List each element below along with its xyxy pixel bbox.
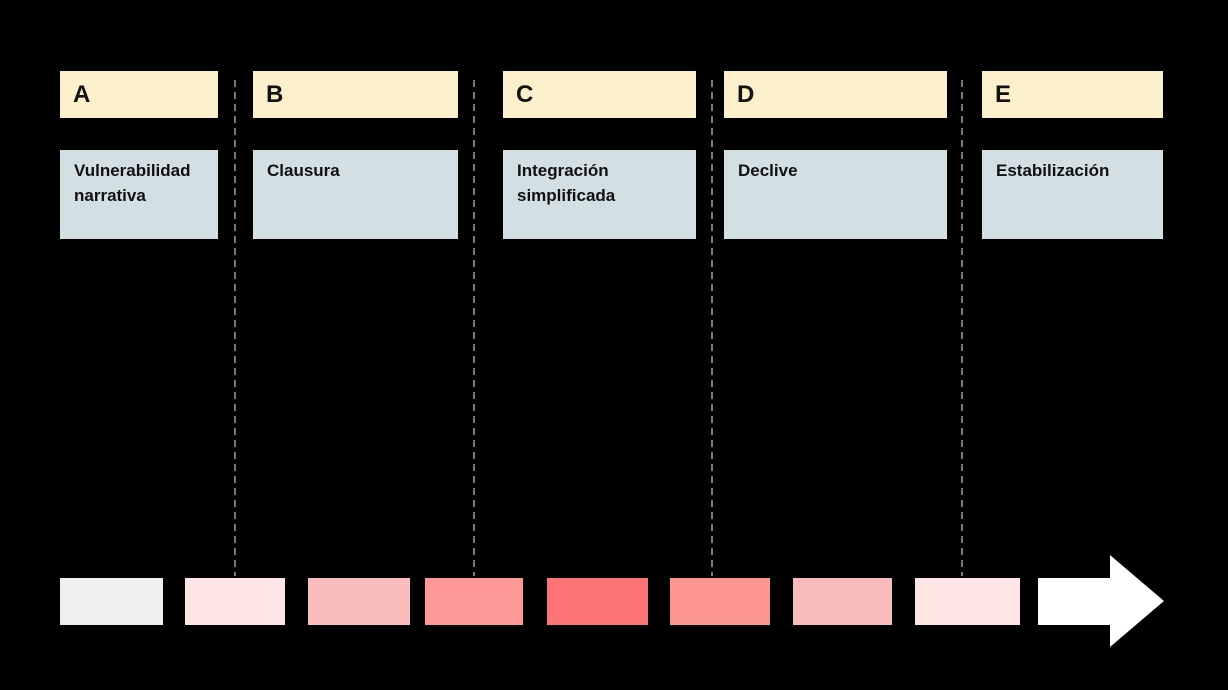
stage-label-box-a: Vulnerabilidad narrativa <box>60 150 218 239</box>
intensity-swatch-6 <box>670 578 770 625</box>
stage-label-box-d: Declive <box>724 150 947 239</box>
stage-label-box-c: Integración simplificada <box>503 150 696 239</box>
intensity-swatch-2 <box>185 578 285 625</box>
right-arrow-icon <box>1038 555 1164 648</box>
stage-header-a: A <box>60 71 218 118</box>
stage-label: Declive <box>738 161 798 180</box>
stage-label: Estabilización <box>996 161 1110 180</box>
stage-letter: D <box>737 80 755 108</box>
column-divider <box>711 80 713 576</box>
intensity-swatch-5 <box>547 578 648 625</box>
stage-label-box-b: Clausura <box>253 150 458 239</box>
stage-header-e: E <box>982 71 1163 118</box>
column-divider <box>961 80 963 576</box>
right-arrow-shaft <box>1038 578 1110 625</box>
stage-label: Integración simplificada <box>517 161 616 205</box>
stage-header-d: D <box>724 71 947 118</box>
intensity-swatch-8 <box>915 578 1020 625</box>
intensity-swatch-4 <box>425 578 523 625</box>
column-divider <box>473 80 475 576</box>
stage-letter: B <box>266 80 284 108</box>
intensity-swatch-3 <box>308 578 410 625</box>
stage-label: Clausura <box>267 161 340 180</box>
column-divider <box>234 80 236 576</box>
stage-letter: C <box>516 80 534 108</box>
intensity-swatch-7 <box>793 578 892 625</box>
stage-letter: E <box>995 80 1012 108</box>
right-arrow-head <box>1110 555 1164 647</box>
stage-header-c: C <box>503 71 696 118</box>
stage-label-box-e: Estabilización <box>982 150 1163 239</box>
stage-label: Vulnerabilidad narrativa <box>74 161 191 205</box>
stage-letter: A <box>73 80 91 108</box>
stage-header-b: B <box>253 71 458 118</box>
intensity-swatch-1 <box>60 578 163 625</box>
